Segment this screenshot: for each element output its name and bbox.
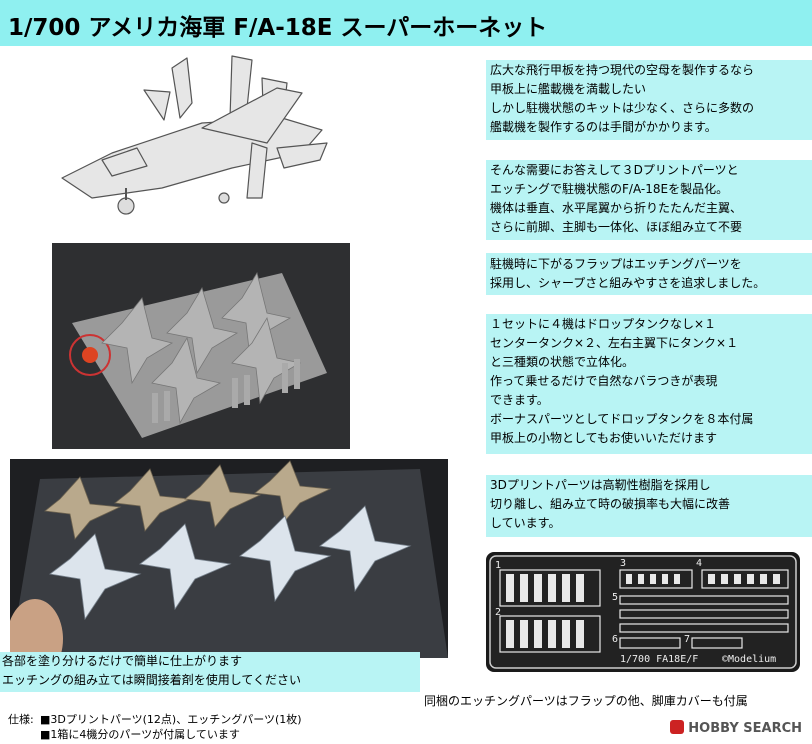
paragraph-box — [486, 475, 812, 537]
paragraph-line: １セットに４機はドロップタンクなし×１ — [490, 317, 717, 331]
spec-lines: ■3Dプリントパーツ(12点)、エッチングパーツ(1枚) ■1箱に4機分のパーツ… — [40, 712, 302, 742]
caption-left-line: エッチングの組み立ては瞬間接着剤を使用してください — [2, 673, 302, 687]
paragraph-line: できます。 — [490, 393, 549, 407]
paragraph-line: エッチングで駐機状態のF/A-18Eを製品化。 — [490, 182, 729, 196]
caption-left-line: 各部を塗り分けるだけで簡単に仕上がります — [2, 654, 243, 668]
etch-number: 2 — [495, 607, 502, 618]
caption-left: 各部を塗り分けるだけで簡単に仕上がります エッチングの組み立ては瞬間接着剤を使用… — [2, 652, 301, 690]
paragraph-line: 作って乗せるだけで自然なバラつきが表現 — [490, 374, 718, 388]
paragraph-line: 3Dプリントパーツは高靭性樹脂を採用し — [490, 478, 711, 492]
page-title: 1/700 アメリカ海軍 F/A-18E スーパーホーネット — [8, 15, 548, 41]
paragraph-line: 艦載機を製作するのは手間がかかります。 — [490, 120, 717, 134]
spec-line: ■1箱に4機分のパーツが付属しています — [40, 728, 240, 741]
etch-number: 6 — [612, 634, 619, 645]
title-bar — [0, 0, 812, 46]
paragraph-line: ボーナスパーツとしてドロップタンクを８本付属 — [490, 412, 754, 426]
etch-label: 1/700 FA18E/F — [620, 654, 699, 665]
paragraph-3: 駐機時に下がるフラップはエッチングパーツを 採用し、シャープさと組みやすさを追求… — [490, 255, 765, 293]
paragraph-line: 切り離し、組み立て時の破損率も大幅に改善 — [490, 497, 731, 511]
photo-3d-print-sprue — [52, 243, 350, 449]
paragraph-line: しています。 — [490, 516, 561, 530]
etch-number: 7 — [684, 634, 691, 645]
paragraph-line: と三種類の状態で立体化。 — [490, 355, 635, 369]
caption-left-box — [0, 652, 420, 692]
paragraph-line: さらに前脚、主脚も一体化、ほぼ組み立て不要 — [490, 220, 743, 234]
watermark-text: HOBBY SEARCH — [688, 721, 802, 736]
paragraph-line: 甲板上に艦載機を満載したい — [490, 82, 647, 96]
etch-number: 3 — [620, 558, 627, 569]
spec-label: 仕様: — [8, 713, 34, 726]
paragraph-line: センタータンク×２、左右主翼下にタンク×１ — [490, 336, 739, 350]
paragraph-box — [486, 60, 812, 140]
hobby-search-icon — [670, 720, 685, 734]
paragraph-line: 機体は垂直、水平尾翼から折りたたんだ主翼、 — [490, 201, 743, 215]
etching-fret-photo: 1 2 3 4 5 6 7 1/700 FA18E/F ©Modelium — [486, 552, 800, 672]
etch-brand: ©Modelium — [722, 654, 777, 665]
photo-assembled-aircraft — [10, 459, 448, 658]
paragraph-line: 広大な飛行甲板を持つ現代の空母を製作するなら — [490, 63, 755, 77]
paragraph-line: 駐機時に下がるフラップはエッチングパーツを — [490, 257, 742, 271]
paragraph-2: そんな需要にお答えして３Dプリントパーツと エッチングで駐機状態のF/A-18E… — [490, 161, 742, 237]
paragraph-box — [486, 160, 812, 240]
paragraph-line: しかし駐機状態のキットは少なく、さらに多数の — [490, 101, 755, 115]
paragraph-4: １セットに４機はドロップタンクなし×１ センタータンク×２、左右主翼下にタンク×… — [490, 315, 753, 448]
etch-number: 5 — [612, 592, 619, 603]
etch-number: 1 — [495, 560, 502, 571]
paragraph-box — [486, 314, 812, 454]
paragraph-line: そんな需要にお答えして３Dプリントパーツと — [490, 163, 739, 177]
hobby-search-logo: HOBBY SEARCH — [670, 720, 802, 736]
paragraph-5: 3Dプリントパーツは高靭性樹脂を採用し 切り離し、組み立て時の破損率も大幅に改善… — [490, 476, 730, 533]
spec-line: ■3Dプリントパーツ(12点)、エッチングパーツ(1枚) — [40, 713, 302, 726]
etch-number: 4 — [696, 558, 703, 569]
caption-etch: 同梱のエッチングパーツはフラップの他、脚庫カバーも付属 — [424, 694, 748, 708]
paragraph-line: 採用し、シャープさと組みやすさを追求しました。 — [490, 276, 766, 290]
paragraph-1: 広大な飛行甲板を持つ現代の空母を製作するなら 甲板上に艦載機を満載したい しかし… — [490, 61, 754, 137]
aircraft-line-drawing — [61, 55, 328, 215]
paragraph-box — [486, 253, 812, 295]
paragraph-line: 甲板上の小物としてもお使いいただけます — [490, 431, 718, 445]
